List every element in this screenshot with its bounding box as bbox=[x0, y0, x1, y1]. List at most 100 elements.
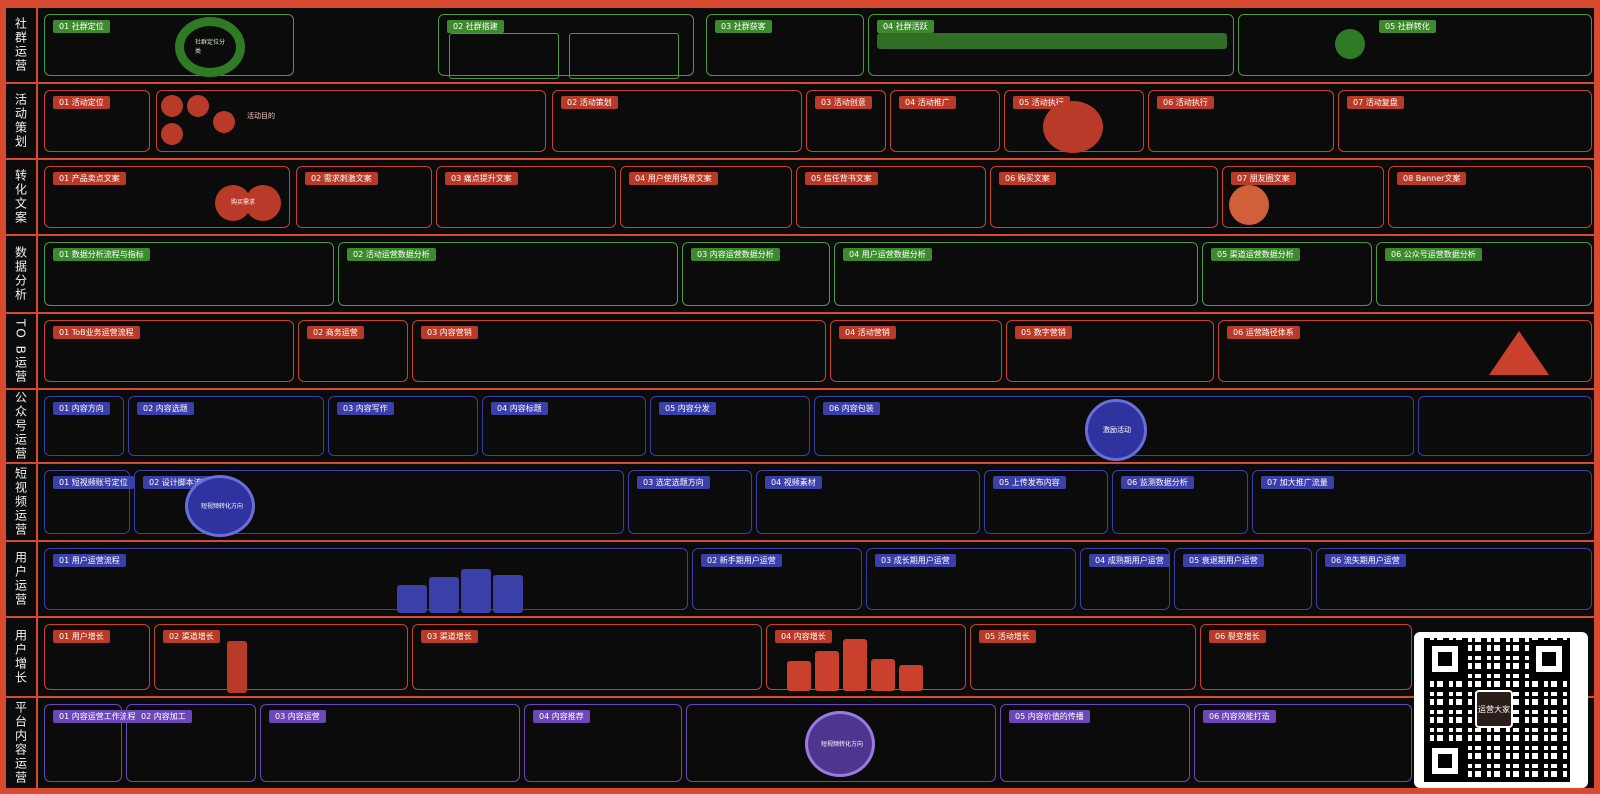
panel-sv-6: 06 监测数据分析 bbox=[1112, 470, 1248, 534]
build-grid-2 bbox=[569, 33, 679, 79]
panel-tob-1: 01 ToB业务运营流程 bbox=[44, 320, 294, 382]
panel-wechat-1: 01 内容方向 bbox=[44, 396, 124, 456]
panel-activity-exec2: 05 活动执行 bbox=[1004, 90, 1144, 153]
goal-circle-4 bbox=[213, 111, 235, 133]
panel-tob-2: 02 商务运营 bbox=[298, 320, 408, 382]
panel-activity-plan: 活动目的 bbox=[156, 90, 546, 152]
section-tag: 05 信任背书文案 bbox=[805, 172, 878, 185]
panel-growth-2: 02 渠道增长 bbox=[154, 624, 408, 693]
positioning-ring bbox=[175, 17, 245, 77]
qr-finder-tr bbox=[1530, 640, 1568, 678]
row-data: 数据分析 01 数据分析流程与指标 02 活动运营数据分析 03 内容运营数据分… bbox=[6, 234, 1594, 312]
section-tag: 03 内容写作 bbox=[337, 402, 394, 415]
activity-ring bbox=[1043, 101, 1103, 153]
panel-growth-6: 06 裂变增长 bbox=[1200, 624, 1412, 690]
section-tag: 01 ToB业务运营流程 bbox=[53, 326, 140, 339]
user-bar-3 bbox=[461, 569, 491, 613]
pyramid bbox=[1489, 331, 1549, 375]
convert-ring bbox=[1335, 29, 1365, 59]
section-tag: 06 流失期用户运营 bbox=[1325, 554, 1406, 567]
row-label: 用户增长 bbox=[6, 618, 38, 696]
section-tag: 02 社群搭建 bbox=[447, 20, 504, 33]
user-bar-1 bbox=[397, 585, 427, 613]
section-tag: 04 用户运营数据分析 bbox=[843, 248, 932, 261]
panel-data-5: 05 渠道运营数据分析 bbox=[1202, 242, 1372, 306]
panel-data-4: 04 用户运营数据分析 bbox=[834, 242, 1198, 306]
panel-platform-4: 04 内容推荐 bbox=[524, 704, 682, 782]
section-tag: 04 内容增长 bbox=[775, 630, 832, 643]
section-tag: 05 内容价值的传播 bbox=[1009, 710, 1090, 723]
section-tag: 03 渠道增长 bbox=[421, 630, 478, 643]
panel-community-positioning: 01 社群定位 社群定位分类 bbox=[44, 14, 294, 77]
section-tag: 01 短视频账号定位 bbox=[53, 476, 134, 489]
incentive-label: 激励活动 bbox=[1103, 426, 1131, 434]
panel-copy-4: 04 用户使用场景文案 bbox=[620, 166, 792, 228]
panel-activity-position: 01 活动定位 bbox=[44, 90, 150, 152]
panel-sv-1: 01 短视频账号定位 bbox=[44, 470, 134, 534]
panel-platform-1: 01 内容运营工作流程 bbox=[44, 704, 142, 782]
section-tag: 06 活动执行 bbox=[1157, 96, 1214, 109]
row-tob: TO B运营 01 ToB业务运营流程 02 商务运营 03 内容营销 04 活… bbox=[6, 312, 1594, 388]
section-tag: 03 痛点提升文案 bbox=[445, 172, 518, 185]
row-label: 用户运营 bbox=[6, 542, 38, 616]
section-tag: 01 用户运营流程 bbox=[53, 554, 126, 567]
panel-tob-6: 06 运营路径体系 bbox=[1218, 320, 1592, 382]
panel-growth-4: 04 内容增长 bbox=[766, 624, 966, 691]
panel-user-3: 03 成长期用户运营 bbox=[866, 548, 1076, 610]
section-tag: 06 内容效能打造 bbox=[1203, 710, 1276, 723]
row-growth: 用户增长 01 用户增长 02 渠道增长 03 渠道增长 04 内容增长 05 … bbox=[6, 616, 1594, 696]
section-tag: 02 活动策划 bbox=[561, 96, 618, 109]
row-label: 平台内容运营 bbox=[6, 698, 38, 788]
panel-growth-1: 01 用户增长 bbox=[44, 624, 150, 690]
goal-circle-1 bbox=[161, 95, 183, 117]
panel-user-4: 04 成熟期用户运营 bbox=[1080, 548, 1170, 610]
qr-code[interactable]: 运营大家 bbox=[1414, 632, 1588, 788]
row-activity: 活动策划 01 活动定位 活动目的 02 活动策划 03 活动创意 04 活动推… bbox=[6, 82, 1594, 158]
section-tag: 05 社群转化 bbox=[1379, 20, 1436, 33]
row-label: 公众号运营 bbox=[6, 390, 38, 462]
row-copywriting: 转化文案 01 产品卖点文案 购买需求 02 需求刺激文案 03 痛点提升文案 … bbox=[6, 158, 1594, 234]
panel-data-1: 01 数据分析流程与指标 bbox=[44, 242, 334, 306]
section-tag: 02 商务运营 bbox=[307, 326, 364, 339]
section-tag: 04 内容推荐 bbox=[533, 710, 590, 723]
section-tag: 06 公众号运营数据分析 bbox=[1385, 248, 1482, 261]
row-community: 社群运营 01 社群定位 社群定位分类 02 社群搭建 03 社群获客 04 社… bbox=[6, 6, 1594, 82]
section-tag: 06 运营路径体系 bbox=[1227, 326, 1300, 339]
panel-copy-1: 01 产品卖点文案 购买需求 bbox=[44, 166, 290, 228]
row-user: 用户运营 01 用户运营流程 02 新手期用户运营 03 成长期用户运营 04 … bbox=[6, 540, 1594, 616]
panel-sv-7: 07 加大推广流量 bbox=[1252, 470, 1592, 534]
section-tag: 05 渠道运营数据分析 bbox=[1211, 248, 1300, 261]
section-tag: 04 活动营销 bbox=[839, 326, 896, 339]
panel-activity-exec3: 06 活动执行 bbox=[1148, 90, 1334, 152]
panel-copy-3: 03 痛点提升文案 bbox=[436, 166, 616, 228]
panel-user-1: 01 用户运营流程 bbox=[44, 548, 688, 613]
panel-platform-6: 05 内容价值的传播 bbox=[1000, 704, 1190, 782]
panel-activity-promo: 03 活动创意 bbox=[806, 90, 886, 152]
panel-tob-3: 03 内容营销 bbox=[412, 320, 826, 382]
panel-community-acquire: 03 社群获客 bbox=[706, 14, 864, 76]
panel-wechat-4: 04 内容标题 bbox=[482, 396, 646, 456]
section-tag: 03 内容运营 bbox=[269, 710, 326, 723]
pie-shape bbox=[1229, 185, 1269, 225]
section-tag: 07 活动复盘 bbox=[1347, 96, 1404, 109]
panel-tob-5: 05 数字营销 bbox=[1006, 320, 1214, 382]
section-tag: 03 社群获客 bbox=[715, 20, 772, 33]
panel-wechat-5: 05 内容分发 bbox=[650, 396, 810, 456]
sv-center: 短视频转化方向 bbox=[201, 503, 244, 510]
row-label: TO B运营 bbox=[6, 314, 38, 388]
panel-data-2: 02 活动运营数据分析 bbox=[338, 242, 678, 306]
panel-wechat-3: 03 内容写作 bbox=[328, 396, 478, 456]
section-tag: 01 内容方向 bbox=[53, 402, 110, 415]
qr-finder-bl bbox=[1426, 742, 1464, 780]
panel-platform-5: 短视频转化方向 bbox=[686, 704, 996, 782]
growth-card bbox=[227, 641, 247, 693]
section-tag: 07 朋友圈文案 bbox=[1231, 172, 1296, 185]
row-wechat: 公众号运营 01 内容方向 02 内容选题 03 内容写作 04 内容标题 05… bbox=[6, 388, 1594, 462]
qr-logo: 运营大家 bbox=[1475, 690, 1513, 728]
panel-platform-2: 02 内容加工 bbox=[126, 704, 256, 782]
panel-community-build: 02 社群搭建 bbox=[438, 14, 694, 79]
section-tag: 03 活动创意 bbox=[815, 96, 872, 109]
panel-copy-6: 06 购买文案 bbox=[990, 166, 1218, 228]
panel-wechat-2: 02 内容选题 bbox=[128, 396, 324, 456]
